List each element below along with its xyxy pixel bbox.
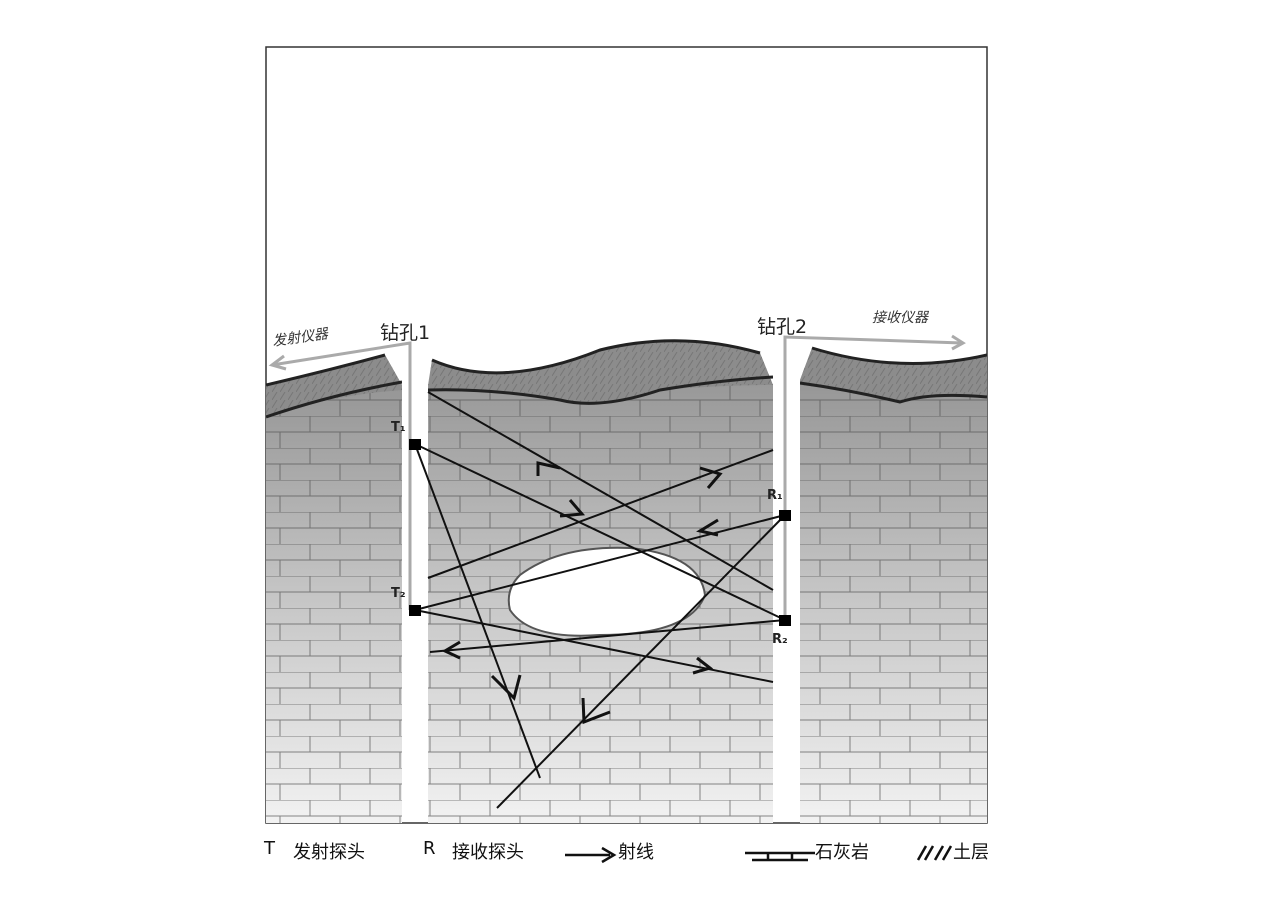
ray [414, 443, 541, 779]
receiver-cable [783, 335, 963, 620]
R1-label: R₁ [767, 488, 783, 503]
T2-label: T₂ [391, 586, 406, 601]
probe-T2 [409, 605, 421, 616]
legend-limestone-icon [745, 851, 815, 862]
R2-label: R₂ [772, 632, 788, 647]
borehole-1 [402, 355, 428, 745]
legend-soil-icon [916, 845, 953, 861]
probe-R1 [779, 510, 791, 521]
borehole-1-label: 钻孔1 [380, 322, 431, 344]
legend-ray-arrow-icon [565, 846, 617, 864]
ray [429, 619, 786, 653]
legend-soil: 土层 [953, 842, 989, 863]
T1-label: T₁ [391, 420, 406, 435]
legend-R-desc: 接收探头 [452, 842, 524, 863]
borehole-2-label: 钻孔2 [757, 316, 808, 338]
probe-T1 [409, 439, 421, 450]
arrow-left-icon [268, 354, 287, 371]
arrow-right-icon [951, 334, 966, 351]
transmitter-cable [271, 341, 412, 610]
legend-T-desc: 发射探头 [293, 842, 365, 863]
ray [414, 443, 786, 621]
receiver-instrument-label: 接收仪器 [872, 310, 928, 326]
probe-R2 [779, 615, 791, 626]
ray-arrowheads [441, 461, 723, 725]
ray [427, 391, 774, 591]
legend-ray: 射线 [618, 842, 654, 863]
legend-R-key: R [423, 838, 436, 859]
legend-T-key: T [264, 838, 275, 859]
legend-limestone: 石灰岩 [815, 842, 869, 863]
ray [496, 514, 786, 809]
ray [414, 514, 786, 611]
ray [414, 609, 774, 683]
